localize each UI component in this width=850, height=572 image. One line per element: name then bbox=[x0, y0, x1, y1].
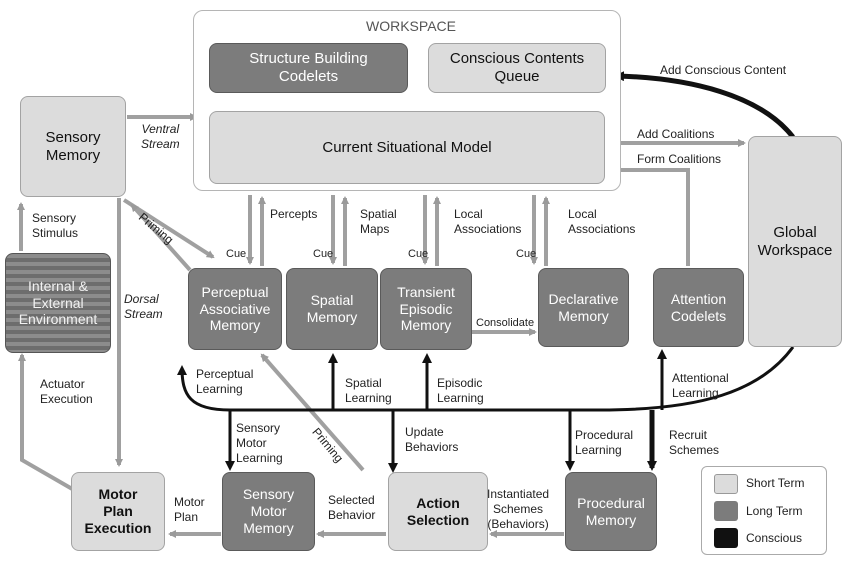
label-dorsal-stream: Dorsal Stream bbox=[124, 292, 163, 321]
label-spatial-learning: Spatial Learning bbox=[345, 376, 392, 405]
motor-plan-execution: Motor Plan Execution bbox=[71, 472, 165, 551]
attention-codelets: Attention Codelets bbox=[653, 268, 744, 347]
arrow-broadcast bbox=[177, 346, 795, 412]
label-form-coalitions: Form Coalitions bbox=[637, 152, 722, 166]
arrow-add-conscious-content bbox=[614, 71, 795, 139]
legend: Short Term Long Term Conscious bbox=[701, 466, 827, 555]
label-selected-behavior: Selected Behavior bbox=[328, 493, 376, 522]
label-sensory-motor-learning: Sensory Motor Learning bbox=[236, 421, 283, 465]
sensory-motor-memory: Sensory Motor Memory bbox=[222, 472, 315, 551]
label-percepts: Percepts bbox=[270, 207, 318, 221]
label-attentional-learning: Attentional Learning bbox=[672, 371, 729, 400]
workspace-title: WORKSPACE bbox=[366, 18, 456, 34]
legend-label-long-term: Long Term bbox=[746, 504, 803, 518]
label-instantiated-schemes: Instantiated Schemes (Behaviors) bbox=[487, 487, 550, 531]
label-cue-4: Cue bbox=[516, 248, 537, 260]
label-update-behaviors: Update Behaviors bbox=[405, 425, 459, 454]
label-perceptual-learning: Perceptual Learning bbox=[196, 367, 254, 396]
label-episodic-learning: Episodic Learning bbox=[437, 376, 484, 405]
spatial-memory: Spatial Memory bbox=[286, 268, 378, 350]
action-selection: Action Selection bbox=[388, 472, 488, 551]
label-cue-3: Cue bbox=[408, 248, 429, 260]
label-add-coalitions: Add Coalitions bbox=[637, 127, 715, 141]
label-recruit-schemes: Recruit Schemes bbox=[669, 428, 720, 457]
legend-swatch-short-term bbox=[714, 474, 738, 494]
label-cue-1: Cue bbox=[226, 248, 247, 260]
transient-episodic-memory: Transient Episodic Memory bbox=[380, 268, 472, 350]
declarative-memory: Declarative Memory bbox=[538, 268, 629, 347]
label-local-associations-2: Local Associations bbox=[568, 207, 636, 236]
label-cue-2: Cue bbox=[313, 248, 334, 260]
structure-building-codelets: Structure Building Codelets bbox=[209, 43, 408, 93]
environment: Internal & External Environment bbox=[5, 253, 111, 353]
label-spatial-maps: Spatial Maps bbox=[360, 207, 397, 236]
label-add-conscious-content: Add Conscious Content bbox=[660, 63, 787, 77]
label-local-associations-1: Local Associations bbox=[454, 207, 522, 236]
label-sensory-stimulus: Sensory Stimulus bbox=[32, 211, 79, 240]
current-situational-model: Current Situational Model bbox=[209, 111, 605, 184]
label-consolidate: Consolidate bbox=[476, 317, 535, 329]
label-motor-plan: Motor Plan bbox=[174, 495, 205, 524]
arrow-actuator bbox=[18, 353, 75, 492]
sensory-memory: Sensory Memory bbox=[20, 96, 126, 197]
perceptual-associative-memory: Perceptual Associative Memory bbox=[188, 268, 282, 350]
global-workspace: Global Workspace bbox=[748, 136, 842, 347]
arrow-form-coalitions bbox=[609, 166, 690, 266]
procedural-memory: Procedural Memory bbox=[565, 472, 657, 551]
legend-swatch-long-term bbox=[714, 501, 738, 521]
arrow-priming-lower bbox=[260, 353, 365, 472]
legend-swatch-conscious bbox=[714, 528, 738, 548]
conscious-contents-queue: Conscious Contents Queue bbox=[428, 43, 606, 93]
legend-label-conscious: Conscious bbox=[746, 531, 803, 545]
arrow-priming-upper bbox=[130, 203, 192, 272]
legend-label-short-term: Short Term bbox=[746, 476, 805, 490]
label-procedural-learning: Procedural Learning bbox=[575, 428, 634, 457]
label-ventral-stream: Ventral Stream bbox=[141, 122, 180, 151]
label-actuator-execution: Actuator Execution bbox=[40, 377, 93, 406]
